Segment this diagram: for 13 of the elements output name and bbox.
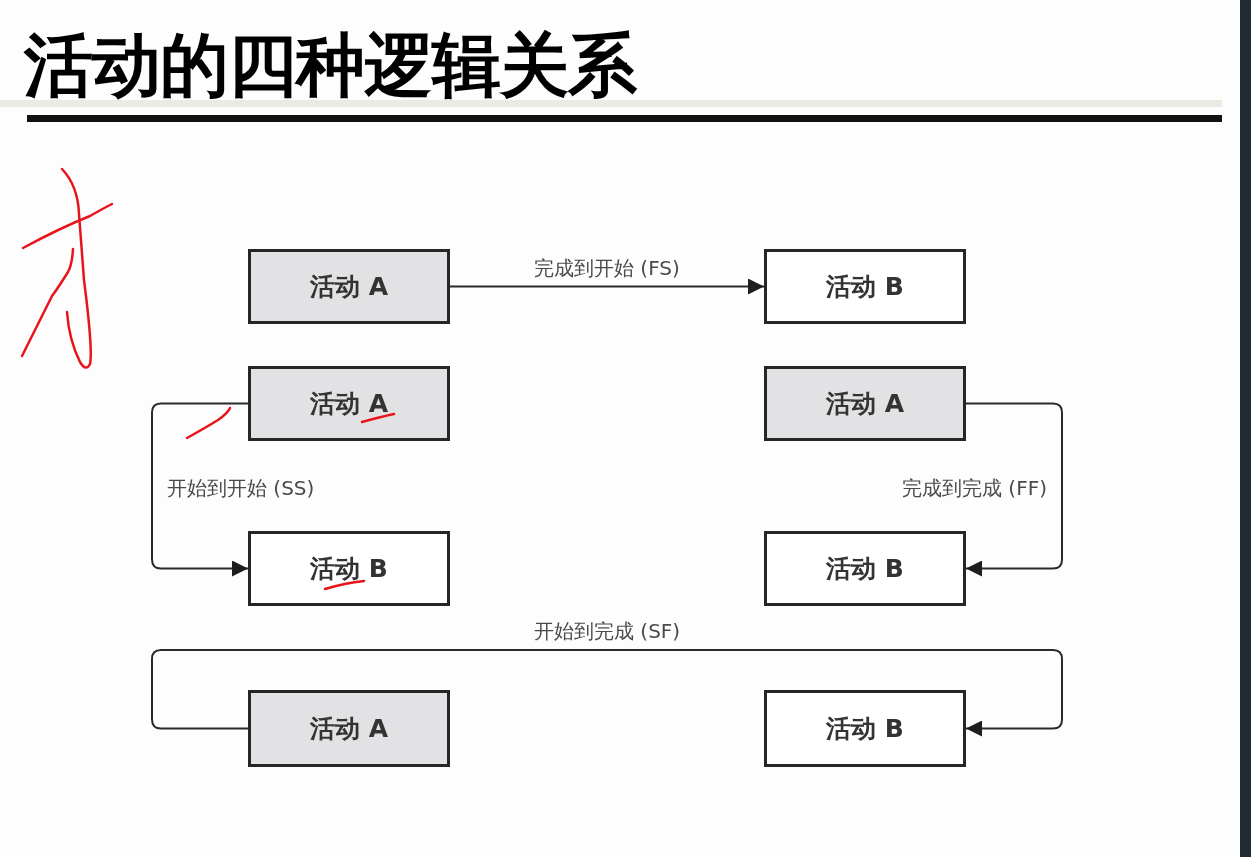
connector-arrow bbox=[151, 402, 249, 577]
activity-box: 活动 B bbox=[764, 249, 966, 324]
activity-box: 活动 A bbox=[248, 690, 450, 767]
connector-arrow bbox=[151, 649, 1063, 737]
connector-arrow bbox=[965, 402, 1063, 577]
connector-arrow bbox=[449, 278, 765, 295]
activity-box: 活动 A bbox=[248, 366, 450, 441]
activity-box: 活动 A bbox=[248, 249, 450, 324]
activity-box: 活动 B bbox=[764, 531, 966, 606]
activity-box: 活动 B bbox=[764, 690, 966, 767]
activity-box: 活动 A bbox=[764, 366, 966, 441]
activity-box: 活动 B bbox=[248, 531, 450, 606]
slide-title: 活动的四种逻辑关系 bbox=[24, 26, 636, 104]
